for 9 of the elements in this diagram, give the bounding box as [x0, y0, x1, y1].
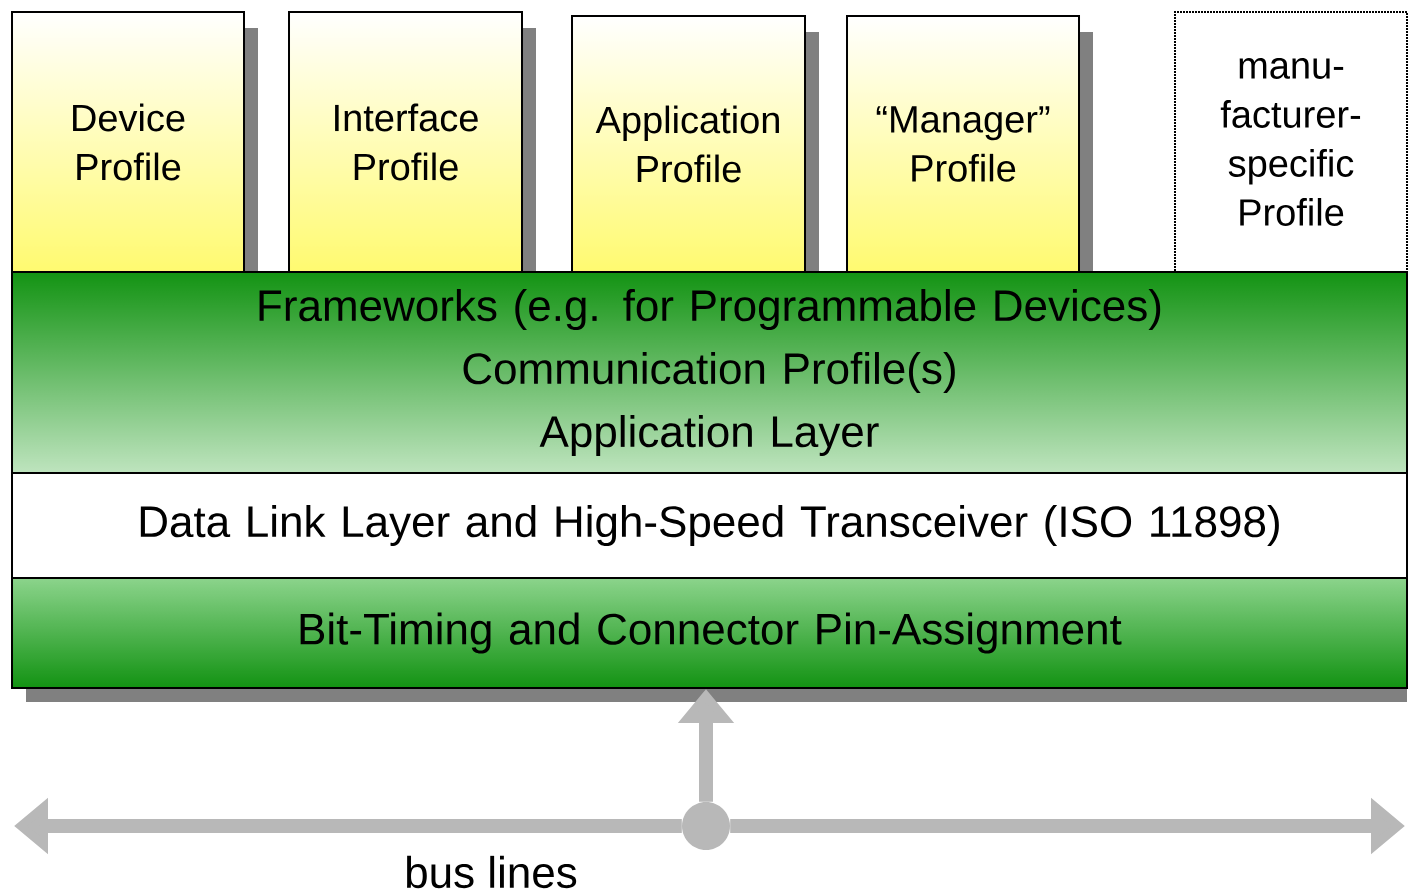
layer-band: Bit-Timing and Connector Pin-Assignment: [11, 577, 1408, 702]
profile-box: Application Profile: [571, 15, 819, 273]
layer-band: Data Link Layer and High-Speed Transceiver (ISO 11898): [11, 472, 1408, 579]
profile-box: Device Profile: [11, 11, 258, 273]
bus-label: bus lines: [407, 855, 577, 889]
profile-box: “Manager” Profile: [846, 15, 1093, 273]
profile-box: Interface Profile: [288, 11, 536, 273]
profile-box: manu- facturer- specific Profile: [1174, 11, 1408, 273]
junction-dot: [682, 802, 730, 850]
